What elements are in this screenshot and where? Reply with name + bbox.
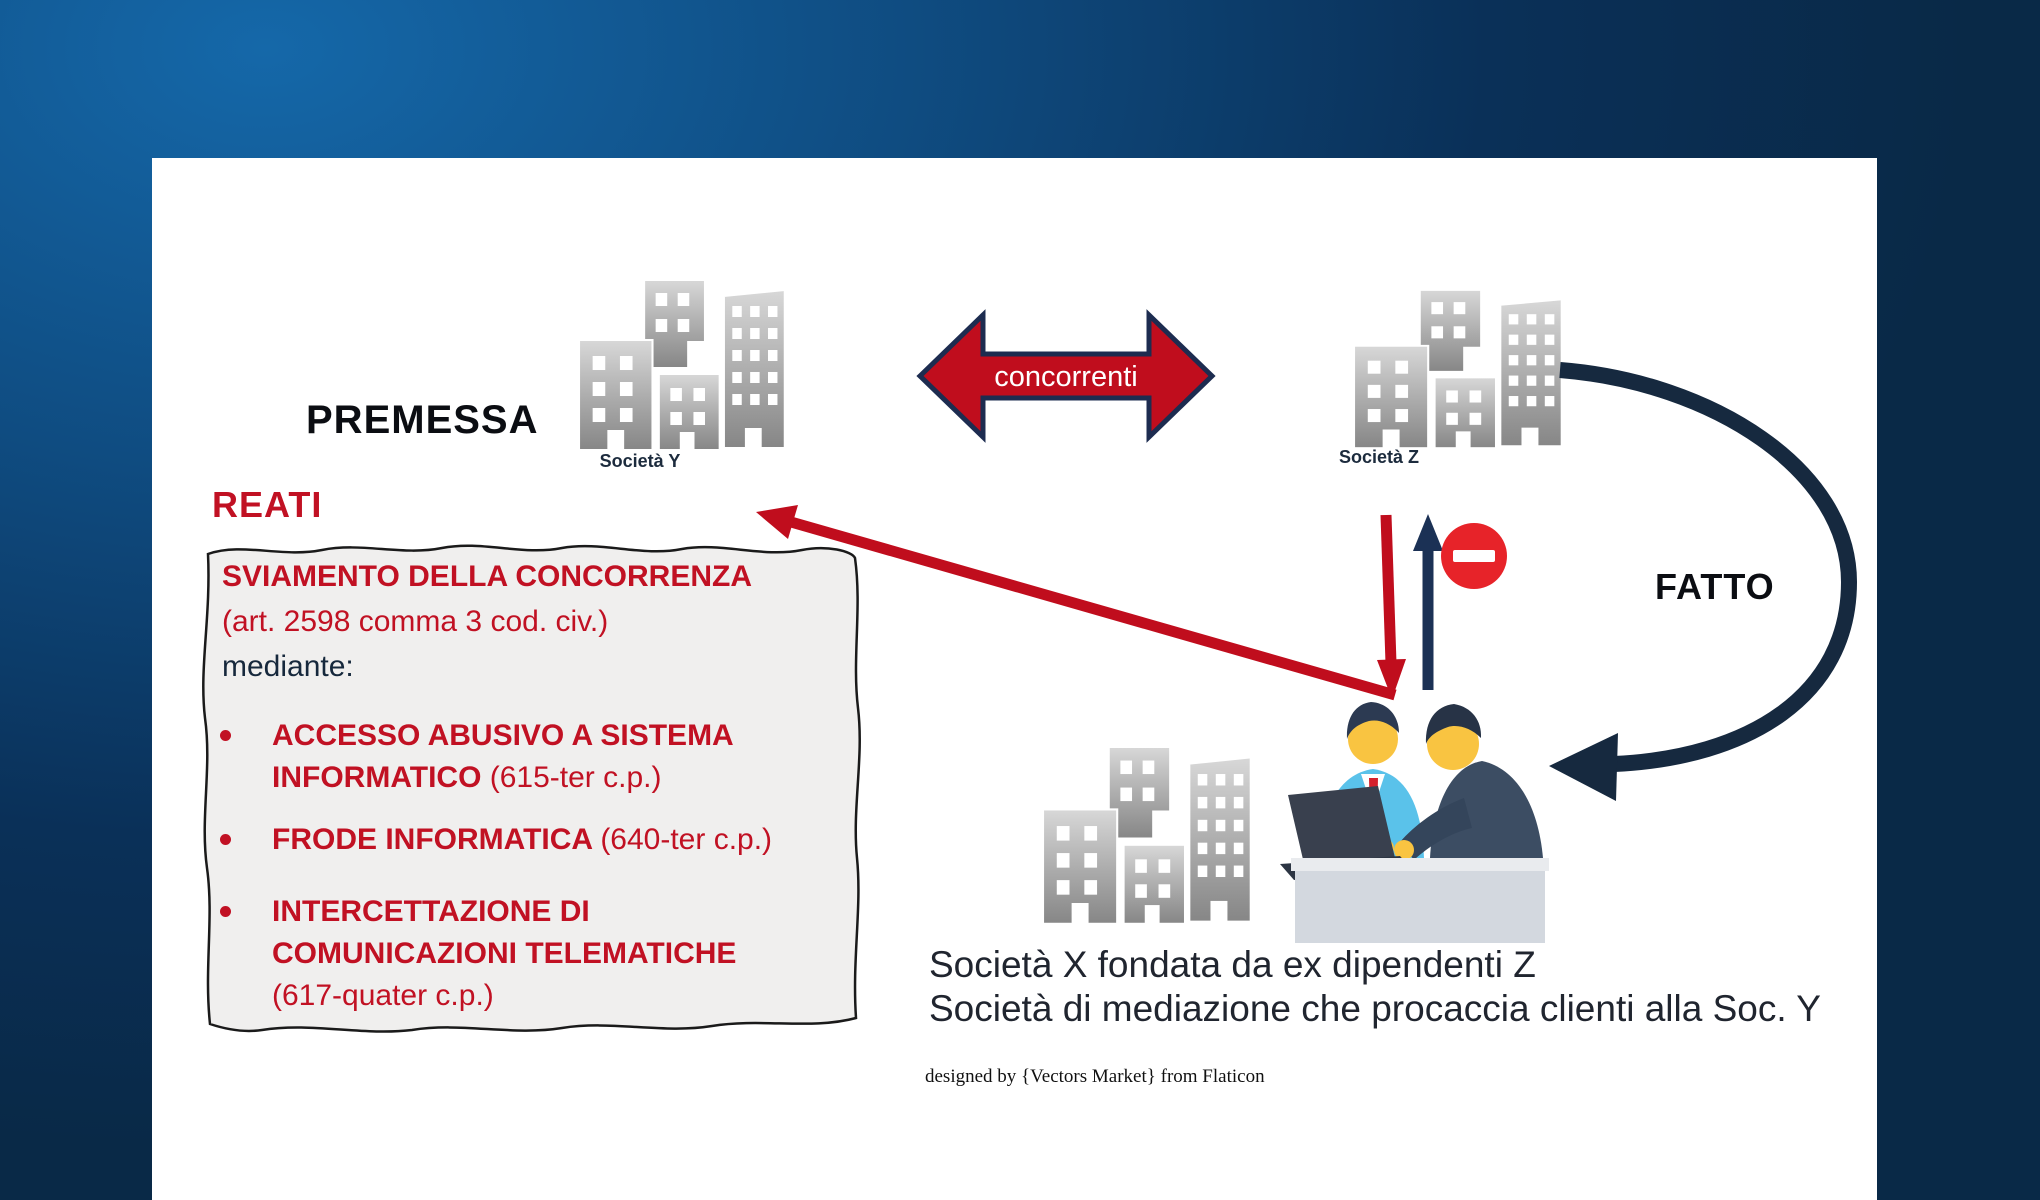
box-subtitle: (art. 2598 comma 3 cod. civ.) bbox=[222, 605, 609, 638]
box-mediante: mediante: bbox=[222, 650, 354, 683]
reati-title: REATI bbox=[212, 484, 323, 525]
bullet-2-line-1-bold: FRODE INFORMATICA bbox=[272, 823, 601, 856]
concorrenti-arrow bbox=[916, 309, 1216, 443]
bullet-2-line-1: FRODE INFORMATICA (640-ter c.p.) bbox=[272, 823, 772, 857]
buildings-y-icon bbox=[577, 278, 786, 452]
caption-line-2: Società di mediazione che procaccia clie… bbox=[929, 988, 1821, 1029]
offense-box bbox=[202, 544, 861, 1033]
society-z-label: Società Z bbox=[1338, 447, 1420, 467]
red-arrow-down bbox=[1377, 514, 1406, 699]
bullet-dot bbox=[220, 730, 231, 741]
meeting-illustration bbox=[1280, 702, 1549, 943]
bullet-1-line-2-ref: (615-ter c.p.) bbox=[489, 761, 662, 794]
navy-arrow-up bbox=[1413, 514, 1443, 690]
concorrenti-label: concorrenti bbox=[994, 361, 1138, 393]
bullet-2-line-1-ref: (640-ter c.p.) bbox=[600, 823, 773, 856]
bullet-3-line-1: INTERCETTAZIONE DI bbox=[272, 895, 590, 928]
bullet-3-line-3: (617-quater c.p.) bbox=[272, 979, 494, 1012]
premessa-title: PREMESSA bbox=[306, 398, 539, 442]
society-y-label: Società Y bbox=[599, 451, 681, 471]
bullet-1-line-2-bold: INFORMATICO bbox=[272, 761, 490, 794]
slide: PREMESSA REATI Società Y Società Z conco… bbox=[152, 158, 1877, 1200]
bullet-dot bbox=[220, 906, 231, 917]
buildings-z-icon bbox=[1352, 288, 1563, 450]
red-arrow-to-y bbox=[756, 505, 1397, 701]
bullet-1-line-2: INFORMATICO (615-ter c.p.) bbox=[272, 761, 661, 795]
desk bbox=[1291, 858, 1549, 943]
fatto-label: FATTO bbox=[1655, 566, 1775, 607]
bullet-1-line-1: ACCESSO ABUSIVO A SISTEMA bbox=[272, 719, 734, 752]
credit-line: designed by {Vectors Market} from Flatic… bbox=[925, 1066, 1265, 1087]
bullet-dot bbox=[220, 834, 231, 845]
curved-arrow bbox=[1549, 362, 1858, 801]
person-right bbox=[1394, 704, 1543, 860]
buildings-x-icon bbox=[1041, 745, 1252, 925]
no-entry-icon bbox=[1441, 523, 1507, 589]
bullet-3-line-2: COMUNICAZIONI TELEMATICHE bbox=[272, 937, 737, 970]
box-title: SVIAMENTO DELLA CONCORRENZA bbox=[222, 560, 753, 593]
diagram-canvas bbox=[202, 278, 1858, 1033]
caption-line-1: Società X fondata da ex dipendenti Z bbox=[929, 944, 1536, 985]
